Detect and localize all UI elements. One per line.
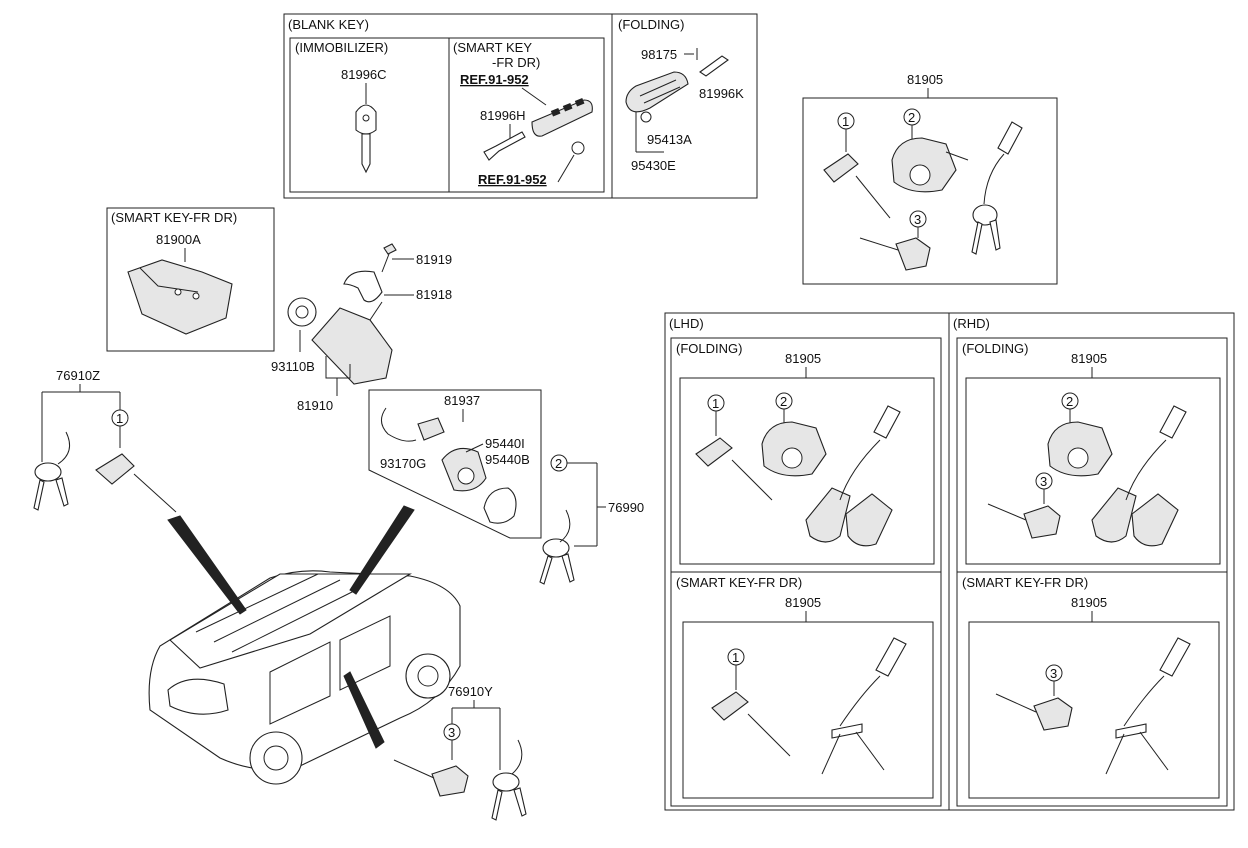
lhd-label: (LHD) xyxy=(669,316,704,331)
rhd-smart-label: (SMART KEY-FR DR) xyxy=(962,575,1088,590)
callout-1-lhd-smart: 1 xyxy=(732,650,739,665)
smart-key-fr-dr-box xyxy=(106,207,275,352)
kit-81905-box xyxy=(802,97,1058,285)
lhd-folding-label: (FOLDING) xyxy=(676,341,742,356)
vehicle-illustration xyxy=(148,570,461,785)
lhd-smart-lock-icon xyxy=(711,691,791,757)
part-81996H: 81996H xyxy=(480,108,526,123)
pointer-arrow-1 xyxy=(167,515,247,615)
smart-key-fob-icon xyxy=(531,97,593,137)
callout-2-lhd-fold: 2 xyxy=(780,394,787,409)
part-81905-rhd-fold: 81905 xyxy=(1071,351,1107,366)
lhd-fold-ignition-icon xyxy=(761,421,827,477)
part-81905-lhd-fold: 81905 xyxy=(785,351,821,366)
blank-key-icon xyxy=(355,104,377,174)
rhd-fold-lock-icon xyxy=(987,503,1061,539)
callout-1-76910Z: 1 xyxy=(116,411,123,426)
part-81905-rhd-smart: 81905 xyxy=(1071,595,1107,610)
callout-1-top: 1 xyxy=(842,114,849,129)
ref-91-952-bottom: REF.91-952 xyxy=(478,172,547,187)
smart-key-label-2: -FR DR) xyxy=(492,55,540,70)
part-81905-lhd-smart: 81905 xyxy=(785,595,821,610)
part-95440I: 95440I xyxy=(485,436,525,451)
door-lock-cylinder-icon xyxy=(823,153,891,219)
blank-key-box xyxy=(283,13,758,199)
coin-battery-icon xyxy=(571,141,585,155)
rhd-smart-key-icon xyxy=(1105,637,1191,775)
ref-91-952-top: REF.91-952 xyxy=(460,72,529,87)
bracket-icon xyxy=(343,270,383,303)
part-95430E: 95430E xyxy=(631,158,676,173)
callout-3-76910Y: 3 xyxy=(448,725,455,740)
steering-lock-body-icon xyxy=(287,297,393,385)
callout-3-rhd-fold: 3 xyxy=(1040,474,1047,489)
key-set-76990-icon xyxy=(539,509,575,585)
folding-key-fob-icon xyxy=(625,71,689,113)
part-93110B: 93110B xyxy=(271,359,315,374)
part-81905-top: 81905 xyxy=(907,72,943,87)
ignition-cylinder-icon xyxy=(891,137,969,193)
callout-3-top: 3 xyxy=(914,212,921,227)
part-76910Y: 76910Y xyxy=(448,684,493,699)
folding-blade-icon xyxy=(699,55,729,77)
part-81937: 81937 xyxy=(444,393,480,408)
lhd-smart-label: (SMART KEY-FR DR) xyxy=(676,575,802,590)
ignition-switch-subbox xyxy=(368,389,542,539)
key-set-76910Z-icon xyxy=(33,431,71,511)
ignition-switch-icon xyxy=(441,447,517,524)
smart-key-box xyxy=(448,37,605,193)
rhd-label: (RHD) xyxy=(953,316,990,331)
door-lock-76910Y-icon xyxy=(393,759,469,797)
part-93170G: 93170G xyxy=(380,456,426,471)
callout-2-rhd-fold: 2 xyxy=(1066,394,1073,409)
rhd-folding-label: (FOLDING) xyxy=(962,341,1028,356)
pointer-arrow-3 xyxy=(343,671,385,749)
immobilizer-label: (IMMOBILIZER) xyxy=(295,40,388,55)
part-81996C: 81996C xyxy=(341,67,387,82)
key-set-76910Y-icon xyxy=(491,739,527,821)
callout-3-rhd-smart: 3 xyxy=(1050,666,1057,681)
smart-key-unit-icon xyxy=(127,259,233,335)
lhd-smart-box xyxy=(670,571,942,807)
part-81900A: 81900A xyxy=(156,232,201,247)
part-76990: 76990 xyxy=(608,500,644,515)
smart-key-fr-dr-label: (SMART KEY-FR DR) xyxy=(111,210,237,225)
part-98175: 98175 xyxy=(641,47,677,62)
part-95413A: 95413A xyxy=(647,132,692,147)
rhd-smart-lock-icon xyxy=(995,693,1073,731)
part-76910Z: 76910Z xyxy=(56,368,100,383)
bolt-icon xyxy=(381,243,397,273)
key-set-top-icon xyxy=(971,121,1023,255)
rhd-smart-box xyxy=(956,571,1228,807)
blank-key-label: (BLANK KEY) xyxy=(288,17,369,32)
callout-2-76990: 2 xyxy=(555,456,562,471)
folding-label: (FOLDING) xyxy=(618,17,684,32)
folding-battery-icon xyxy=(640,111,652,123)
part-95440B: 95440B xyxy=(485,452,530,467)
part-81919: 81919 xyxy=(416,252,452,267)
lock-cylinder-3-icon xyxy=(859,237,931,271)
part-81996K: 81996K xyxy=(699,86,744,101)
lhd-smart-key-icon xyxy=(821,637,907,775)
smart-key-label-1: (SMART KEY xyxy=(453,40,532,55)
door-lock-76910Z-icon xyxy=(95,453,177,513)
part-81910: 81910 xyxy=(297,398,333,413)
rhd-fold-ignition-icon xyxy=(1047,421,1113,477)
part-81918: 81918 xyxy=(416,287,452,302)
lhd-fold-lock-icon xyxy=(695,437,773,501)
lhd-fold-keys-icon xyxy=(805,405,901,547)
emergency-key-icon xyxy=(483,131,526,161)
immobilizer-antenna-icon xyxy=(381,407,445,442)
pointer-arrow-2 xyxy=(349,505,415,595)
callout-2-top: 2 xyxy=(908,110,915,125)
callout-1-lhd-fold: 1 xyxy=(712,396,719,411)
rhd-fold-keys-icon xyxy=(1091,405,1187,547)
